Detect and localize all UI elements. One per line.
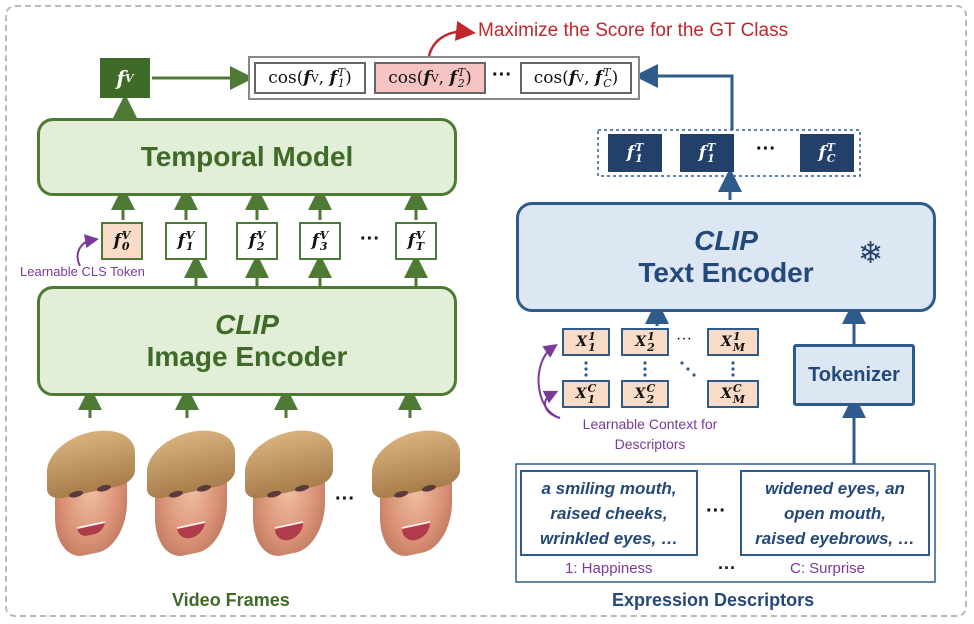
class-label-surprise: C: Surprise <box>790 560 866 577</box>
descriptor-class-c: widened eyes, an open mouth, raised eyeb… <box>740 470 930 556</box>
descriptors-group <box>515 463 936 583</box>
context-ellipsis-top: ··· <box>676 330 692 347</box>
snowflake-icon: ❄ <box>858 237 884 270</box>
text-encoder-title: CLIP <box>694 225 758 256</box>
context-label: Learnable Context for Descriptors <box>582 416 718 452</box>
text-features-ellipsis: ··· <box>756 138 776 160</box>
score-annotation: Maximize the Score for the GT Class <box>478 20 789 41</box>
class-label-ellipsis: ··· <box>718 558 736 578</box>
text-encoder-label: Text Encoder <box>638 257 814 288</box>
image-encoder-title: CLIP <box>215 309 279 340</box>
video-frames-label: Video Frames <box>172 590 290 610</box>
temporal-model: Temporal Model <box>37 118 457 196</box>
text-features-group <box>597 129 861 177</box>
score-ellipsis: ··· <box>492 64 512 86</box>
tokenizer-label: Tokenizer <box>808 363 900 386</box>
descriptor-ellipsis: ··· <box>706 500 726 522</box>
cls-token-label: Learnable CLS Token <box>20 264 145 279</box>
frames-ellipsis: ··· <box>335 488 355 510</box>
features-ellipsis: ··· <box>360 228 380 250</box>
descriptor-class-1: a smiling mouth, raised cheeks, wrinkled… <box>520 470 698 556</box>
tokenizer: Tokenizer <box>793 344 915 406</box>
text-encoder: CLIP Text Encoder <box>516 202 936 312</box>
image-encoder: CLIP Image Encoder <box>37 286 457 396</box>
figure-frame <box>5 5 967 617</box>
image-encoder-label: Image Encoder <box>146 341 348 372</box>
temporal-model-label: Temporal Model <box>140 141 354 172</box>
expression-descriptors-label: Expression Descriptors <box>612 590 815 610</box>
class-label-happiness: 1: Happiness <box>565 560 653 577</box>
